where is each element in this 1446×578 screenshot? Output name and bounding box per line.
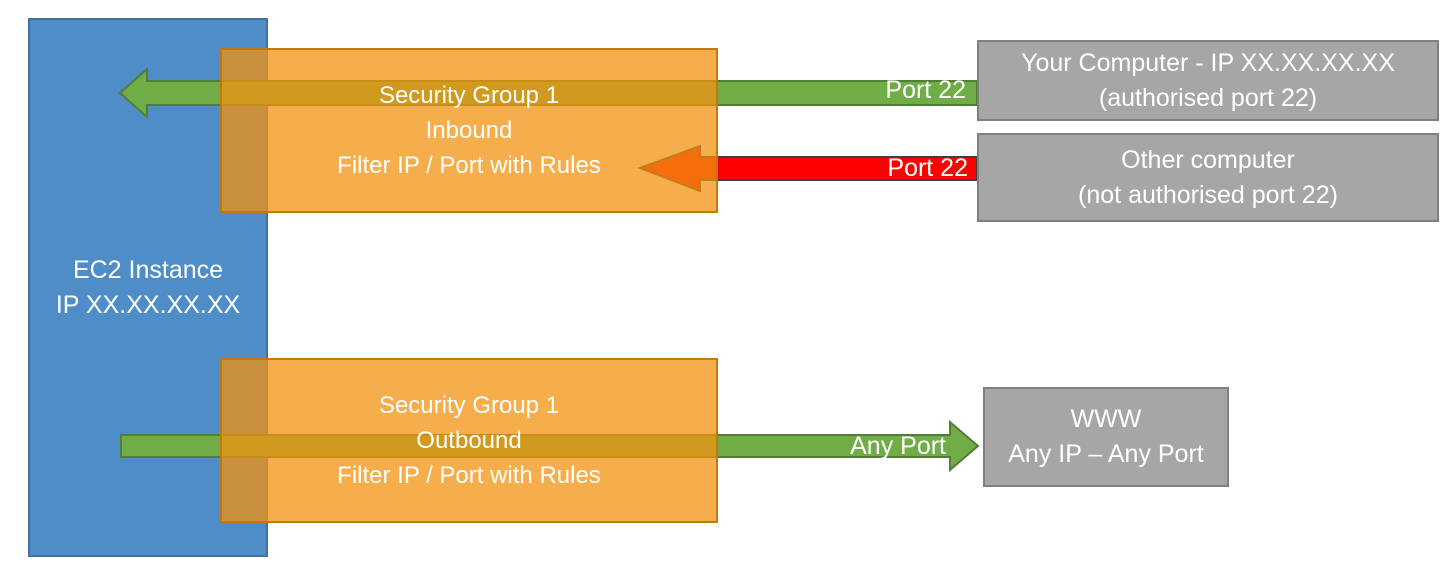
your-computer-box: Your Computer - IP XX.XX.XX.XX (authoris…	[977, 40, 1439, 121]
www-title: WWW	[1070, 405, 1142, 433]
your-computer-subtitle: (authorised port 22)	[1098, 83, 1318, 112]
other-computer-box: Other computer (not authorised port 22)	[977, 133, 1439, 222]
other-computer-title: Other computer	[1121, 145, 1295, 174]
inbound-sg-name: Security Group 1	[378, 82, 560, 109]
www-box: WWW Any IP – Any Port	[983, 387, 1229, 487]
inbound-sg-direction: Inbound	[425, 117, 513, 144]
outbound-sg-direction: Outbound	[416, 427, 522, 454]
security-group-inbound-box: Security Group 1 Inbound Filter IP / Por…	[220, 48, 718, 213]
outbound-sg-rule: Filter IP / Port with Rules	[337, 462, 601, 489]
ec2-instance-title: EC2 Instance	[72, 255, 224, 284]
www-subtitle: Any IP – Any Port	[1008, 440, 1204, 468]
other-computer-subtitle: (not authorised port 22)	[1078, 180, 1338, 209]
inbound-blocked-port-label: Port 22	[887, 154, 968, 182]
ec2-instance-ip: IP XX.XX.XX.XX	[55, 290, 241, 319]
inbound-allowed-port-label: Port 22	[885, 76, 966, 104]
outbound-port-label: Any Port	[850, 432, 946, 460]
your-computer-title: Your Computer - IP XX.XX.XX.XX	[1021, 48, 1395, 77]
outbound-sg-name: Security Group 1	[378, 392, 560, 419]
inbound-sg-rule: Filter IP / Port with Rules	[337, 152, 601, 179]
security-group-outbound-box: Security Group 1 Outbound Filter IP / Po…	[220, 358, 718, 523]
